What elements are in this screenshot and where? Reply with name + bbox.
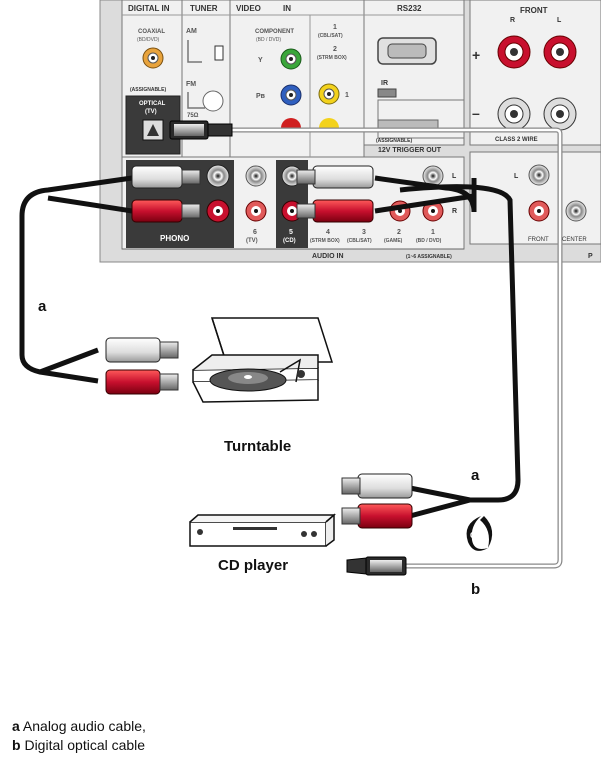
- minus-label: –: [472, 105, 480, 121]
- coaxial-label: COAXIAL: [138, 29, 165, 35]
- am-label: AM: [186, 28, 197, 35]
- cable-a-right-letter: a: [471, 467, 480, 484]
- phono-label: PHONO: [160, 234, 189, 243]
- rs232-label: RS232: [397, 4, 422, 13]
- digital-in-label: DIGITAL IN: [128, 4, 170, 13]
- ch2-label: 2: [397, 229, 401, 236]
- video-in2-label: 2: [333, 46, 337, 53]
- optical-label: OPTICAL: [139, 101, 166, 107]
- preout-front-label: FRONT: [528, 237, 549, 243]
- ch2-sub-label: (GAME): [384, 238, 403, 244]
- ch3-label: 3: [362, 229, 366, 236]
- legend-b: b Digital optical cable: [12, 736, 146, 755]
- component-sub-label: (BD / DVD): [256, 37, 281, 43]
- video-in-label: IN: [283, 4, 291, 13]
- white-plug-cd-player: [357, 473, 413, 499]
- speaker-terminals: + – CLASS 2 WIRE: [472, 35, 577, 143]
- class2-label: CLASS 2 WIRE: [495, 137, 538, 143]
- cable-b-letter: b: [471, 581, 480, 598]
- ch6-sub-label: (TV): [246, 238, 258, 244]
- component-label: COMPONENT: [255, 29, 294, 35]
- digital-in-section: COAXIAL (BD/DVD) (ASSIGNABLE) OPTICAL (T…: [130, 29, 166, 141]
- video-in2-sub-label: (STRM BOX): [317, 55, 347, 61]
- video-in1-label: 1: [333, 24, 337, 31]
- analog-cable-a-right: [296, 165, 521, 529]
- legend-a-text: Analog audio cable,: [19, 718, 146, 734]
- or-label: OR: [470, 531, 482, 540]
- fm-jack: [202, 90, 224, 112]
- ch4-label: 4: [326, 229, 330, 236]
- cd-player-label: CD player: [218, 557, 288, 574]
- turntable-label: Turntable: [224, 438, 291, 455]
- ch5-label: 5: [289, 229, 293, 236]
- preout-l-label: L: [514, 173, 519, 180]
- legend-a-key: a: [12, 718, 20, 734]
- legend-a: a Analog audio cable,: [12, 717, 146, 736]
- front-label: FRONT: [520, 6, 548, 15]
- turntable-illustration: [192, 317, 334, 403]
- white-plug-phono: [131, 165, 183, 189]
- red-plug-phono: [131, 199, 183, 223]
- plus-label: +: [472, 47, 480, 63]
- red-plug-turntable: [105, 369, 161, 395]
- coaxial-sub-label: (BD/DVD): [137, 37, 160, 43]
- ch1-sub-label: (BD / DVD): [416, 238, 442, 244]
- optical-sub-label: (TV): [145, 109, 157, 115]
- audio-r-label: R: [452, 208, 457, 215]
- analog-cable-a-left: [19, 165, 201, 395]
- fm-ohm-label: 75Ω: [187, 113, 199, 119]
- fm-label: FM: [186, 81, 196, 88]
- white-plug-turntable: [105, 337, 161, 363]
- ch4-sub-label: (STRM BOX): [310, 238, 340, 244]
- assignable2-label: (ASSIGNABLE): [376, 138, 412, 144]
- preout-p-label: P: [588, 253, 593, 260]
- red-plug-cd-player: [357, 503, 413, 529]
- tuner-label: TUNER: [190, 4, 218, 13]
- ch6-label: 6: [253, 229, 257, 236]
- pb-label: Pʙ: [256, 93, 266, 100]
- cd-player-illustration: [189, 513, 336, 547]
- panel-headers: DIGITAL IN TUNER VIDEO IN RS232 FRONT R …: [122, 4, 562, 24]
- legend-b-text: Digital optical cable: [20, 737, 146, 753]
- trigger-label: 12V TRIGGER OUT: [378, 147, 442, 154]
- assignable3-label: (1~6 ASSIGNABLE): [406, 254, 452, 260]
- legend: a Analog audio cable, b Digital optical …: [12, 717, 146, 755]
- assignable-label: (ASSIGNABLE): [130, 87, 166, 93]
- red-plug-cd-input: [312, 199, 374, 223]
- video-in-section: COMPONENT (BD / DVD) Y Pʙ 1 (CBL/SAT) 2 …: [255, 15, 349, 157]
- preout-section: L FRONT CENTER P: [514, 164, 593, 260]
- audio-l-label: L: [452, 173, 457, 180]
- front-l-label: L: [557, 17, 562, 24]
- ir-label: IR: [381, 80, 388, 87]
- audio-in-label: AUDIO IN: [312, 253, 344, 260]
- preout-center-label: CENTER: [562, 237, 587, 243]
- y-label: Y: [258, 57, 263, 64]
- ch5-sub-label: (CD): [283, 238, 296, 244]
- cable-a-left-letter: a: [38, 298, 47, 315]
- legend-b-key: b: [12, 737, 21, 753]
- tuner-section: AM FM 75Ω: [186, 28, 224, 119]
- video-in1b-label: 1: [345, 92, 349, 99]
- video-label: VIDEO: [236, 4, 261, 13]
- video-in1-sub-label: (CBL/SAT): [318, 33, 343, 39]
- white-plug-cd-input: [312, 165, 374, 189]
- optical-cable-b: [169, 120, 563, 576]
- ir-jack: [377, 88, 397, 98]
- phono-jacks: [206, 164, 230, 223]
- ch1-label: 1: [431, 229, 435, 236]
- or-badge: OR: [466, 516, 493, 551]
- ch3-sub-label: (CBL/SAT): [347, 238, 372, 244]
- front-r-label: R: [510, 17, 515, 24]
